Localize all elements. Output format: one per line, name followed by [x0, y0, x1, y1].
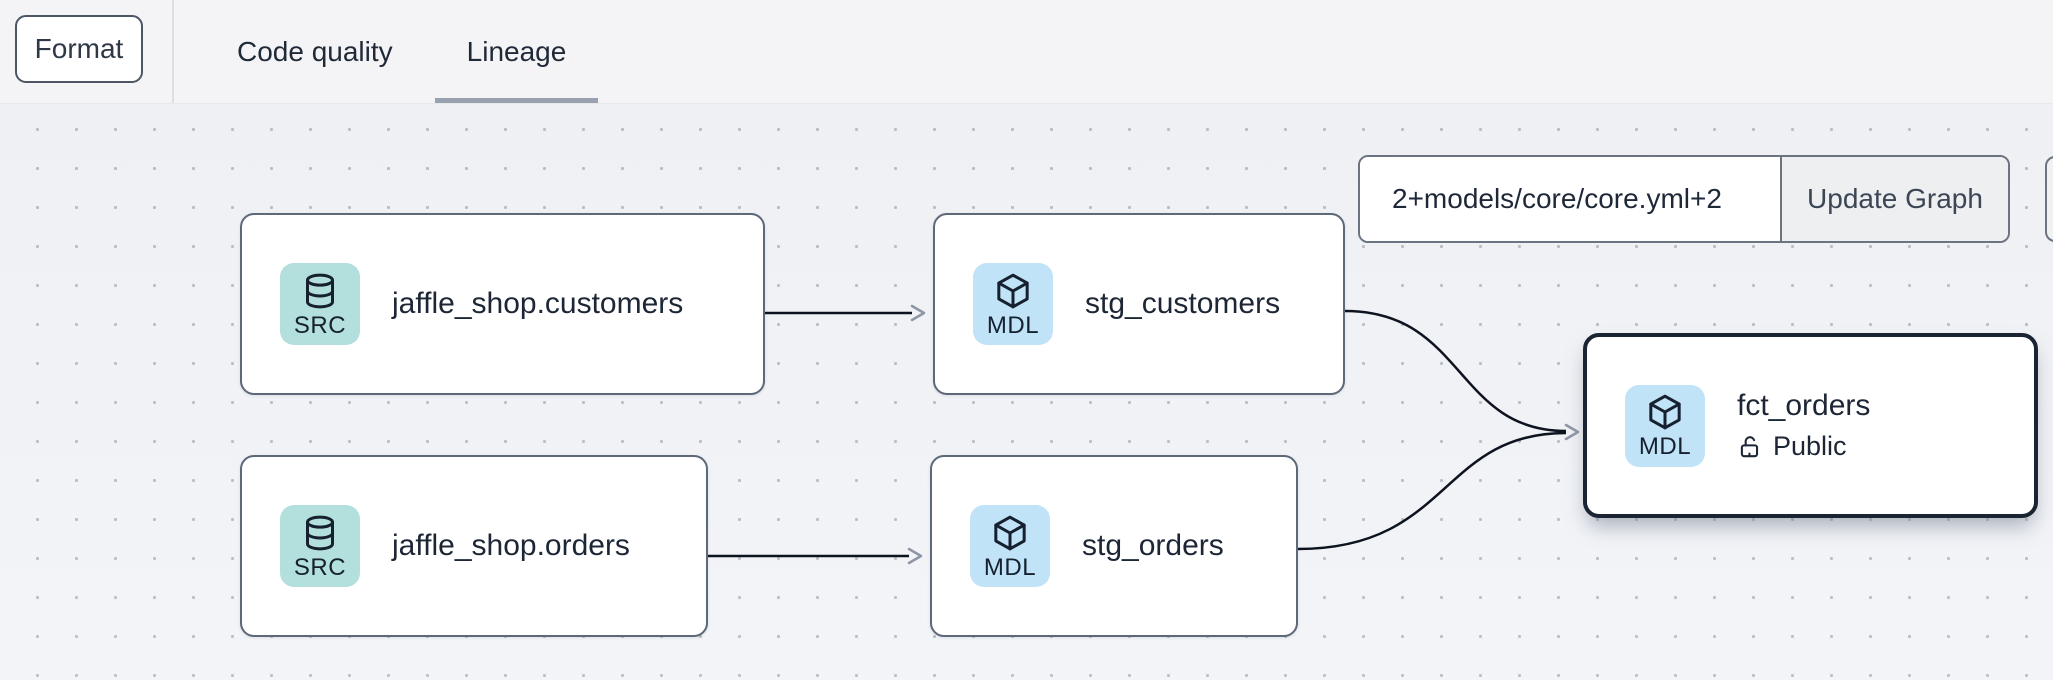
- badge-label: MDL: [1638, 433, 1692, 460]
- cube-icon: [994, 515, 1026, 550]
- panel-tabs: Code quality Lineage: [205, 0, 598, 103]
- unlocked-lock-icon: [1740, 435, 1759, 457]
- node-label: jaffle_shop.customers: [392, 287, 684, 320]
- model-badge: MDL: [973, 263, 1053, 345]
- database-icon: [306, 273, 334, 308]
- update-graph-button[interactable]: Update Graph: [1780, 157, 2008, 241]
- source-badge: SRC: [280, 505, 360, 587]
- access-row: Public: [1737, 431, 1870, 462]
- node-label: fct_orders: [1737, 389, 1871, 422]
- toolbar-divider: [172, 0, 174, 103]
- model-badge: MDL: [970, 505, 1050, 587]
- tab-lineage[interactable]: Lineage: [434, 0, 599, 103]
- node-stg-orders[interactable]: MDL stg_orders: [930, 455, 1298, 637]
- database-icon: [306, 515, 334, 550]
- node-label: stg_customers: [1085, 287, 1281, 320]
- node-stg-customers[interactable]: MDL stg_customers: [933, 213, 1345, 395]
- lineage-selector-group: Update Graph: [1358, 155, 2010, 243]
- badge-label: SRC: [293, 311, 347, 339]
- badge-label: SRC: [293, 553, 347, 581]
- badge-label: MDL: [983, 553, 1037, 581]
- tab-code-quality[interactable]: Code quality: [237, 35, 393, 67]
- badge-label: MDL: [986, 311, 1040, 339]
- source-badge: SRC: [280, 263, 360, 345]
- cube-icon: [1649, 394, 1681, 430]
- clipped-control[interactable]: [2045, 156, 2053, 242]
- cube-icon: [997, 273, 1029, 308]
- node-jaffle-shop-orders[interactable]: SRC jaffle_shop.orders: [240, 455, 708, 637]
- access-label: Public: [1773, 431, 1847, 461]
- node-jaffle-shop-customers[interactable]: SRC jaffle_shop.customers: [240, 213, 765, 395]
- node-label: stg_orders: [1082, 529, 1224, 562]
- node-label: jaffle_shop.orders: [392, 529, 630, 562]
- format-button[interactable]: Format: [15, 15, 143, 83]
- node-fct-orders[interactable]: MDL fct_orders Public: [1583, 333, 2038, 518]
- node-body: fct_orders Public: [1737, 389, 1870, 462]
- lineage-selector-input[interactable]: [1360, 157, 1780, 241]
- editor-toolbar: Format Code quality Lineage: [0, 0, 2053, 104]
- model-badge: MDL: [1625, 384, 1705, 467]
